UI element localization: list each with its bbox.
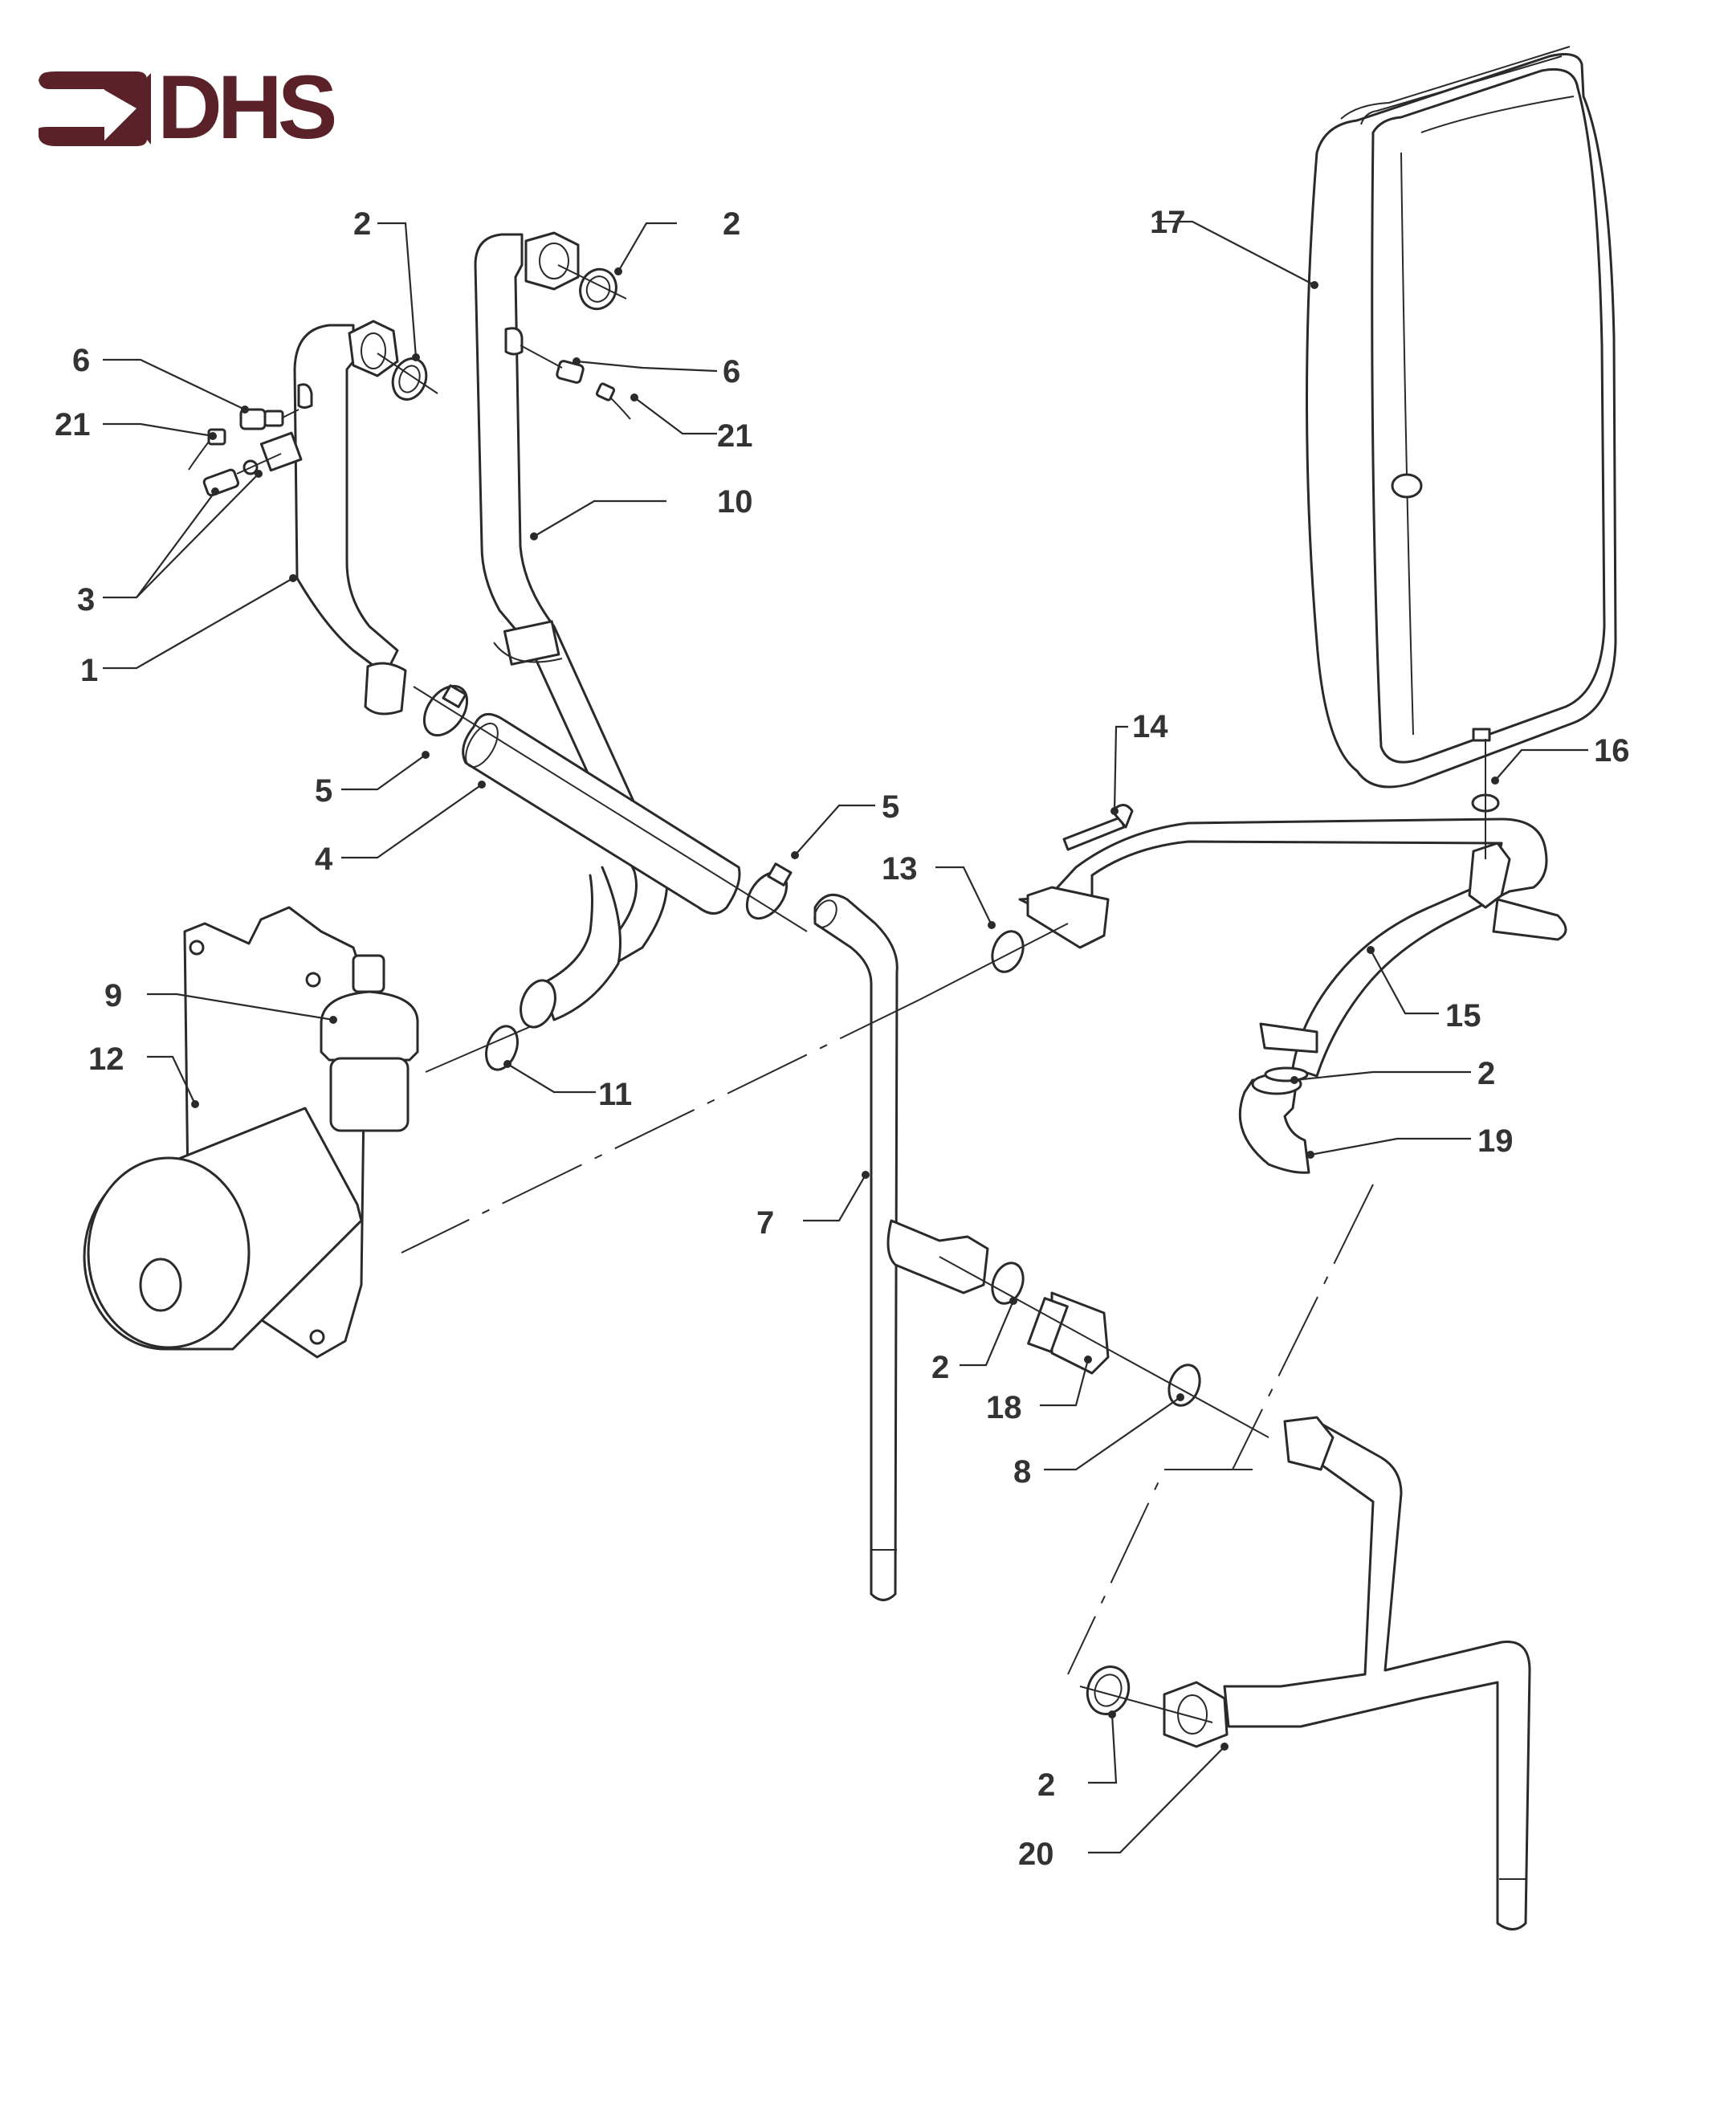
logo-text: DHS [157,57,335,157]
callout-20: 20 [1018,1837,1054,1872]
callout-17: 17 [1150,205,1186,240]
o-ring-11 [425,1019,547,1073]
arrow-right-icon [39,71,151,146]
sensor-6-left [239,408,300,430]
callout-14: 14 [1132,709,1168,744]
callout-6: 6 [723,354,740,389]
clip-21-left [188,428,226,471]
pipe-1 [259,320,407,715]
callout-10: 10 [717,484,753,520]
o-ring-12 [919,923,1069,1001]
callout-7: 7 [756,1205,774,1241]
callout-2: 2 [931,1350,949,1385]
callout-4: 4 [315,842,333,877]
callout-2: 2 [1477,1056,1495,1091]
washer-8 [1168,1364,1201,1407]
dhs-logo: DHS [39,57,340,157]
callout-18: 18 [986,1390,1022,1425]
washer-2-bottom [1079,1665,1213,1723]
callout-15: 15 [1445,998,1481,1033]
callout-16: 16 [1594,733,1630,768]
callout-19: 19 [1477,1123,1514,1159]
pump-13 [83,906,367,1359]
pipe-10 [474,231,669,977]
clip-21-right [595,382,631,420]
callout-2: 2 [723,206,740,242]
leader-lines [103,220,1588,1854]
centre-line-lower [1232,1184,1374,1470]
washer-2-top-right [557,264,627,311]
callout-2: 2 [1037,1767,1055,1803]
callout-2: 2 [353,206,371,242]
leader-dots [191,267,1499,1751]
callout-21: 21 [55,407,91,442]
callout-12: 13 [882,851,918,887]
clip-5-upper [422,684,469,737]
washer-2-mid [991,1262,1025,1305]
expansion-vessel-17 [1306,46,1617,789]
connector-tube-4 [462,712,741,915]
callout-6: 6 [72,343,90,378]
callout-1: 1 [80,653,98,688]
callout-9: 9 [104,978,122,1013]
centre-line-pump [401,999,920,1254]
callout-13: 12 [88,1042,124,1077]
pipe-11-end [520,866,621,1029]
callout-5: 5 [882,789,899,825]
pipe-20 [1163,1416,1531,1930]
elbow-19 [1238,1073,1310,1174]
callout-21: 21 [717,418,753,454]
auto-air-vent-9 [320,954,419,1132]
pipe-15 [1018,817,1567,1078]
callout-labels: 2 2 6 6 21 21 10 3 1 5 4 5 14 13 16 17 9… [55,205,1630,1872]
clip-5-lower [745,862,793,920]
sensor-6-right [520,344,585,384]
washer-16 [1471,739,1500,859]
callout-8: 8 [1013,1454,1031,1490]
washer-2-top-left [377,353,438,401]
centre-line-lower-2 [1067,1469,1253,1675]
pipe-7 [813,893,899,1601]
callout-5: 5 [315,773,332,809]
callout-11: 11 [598,1077,632,1112]
callout-3: 3 [77,582,95,618]
